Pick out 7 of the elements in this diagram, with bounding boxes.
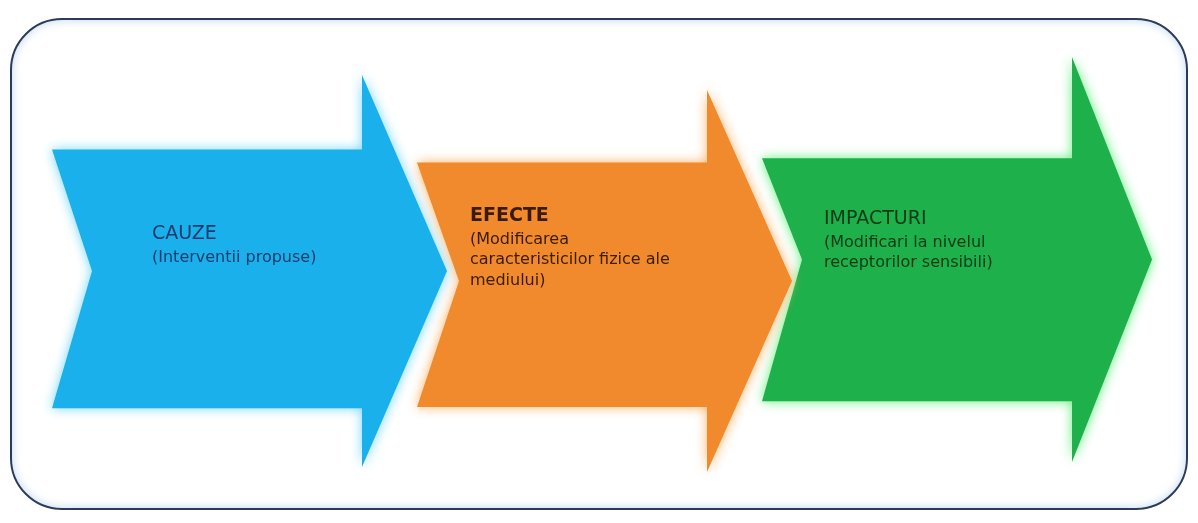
- arrow-heading: EFECTE: [470, 202, 550, 227]
- arrow-heading: CAUZE: [152, 220, 218, 245]
- arrow-description: (Modificarea caracteristicilor fizice ale mediului): [470, 228, 671, 292]
- arrow-description: (Modificari la nivelul receptorilor sensibili): [824, 231, 994, 274]
- arrow-heading: IMPACTURI: [824, 205, 928, 230]
- arrow-description: (Interventii propuse): [152, 246, 318, 268]
- rounded-frame: [10, 18, 1188, 510]
